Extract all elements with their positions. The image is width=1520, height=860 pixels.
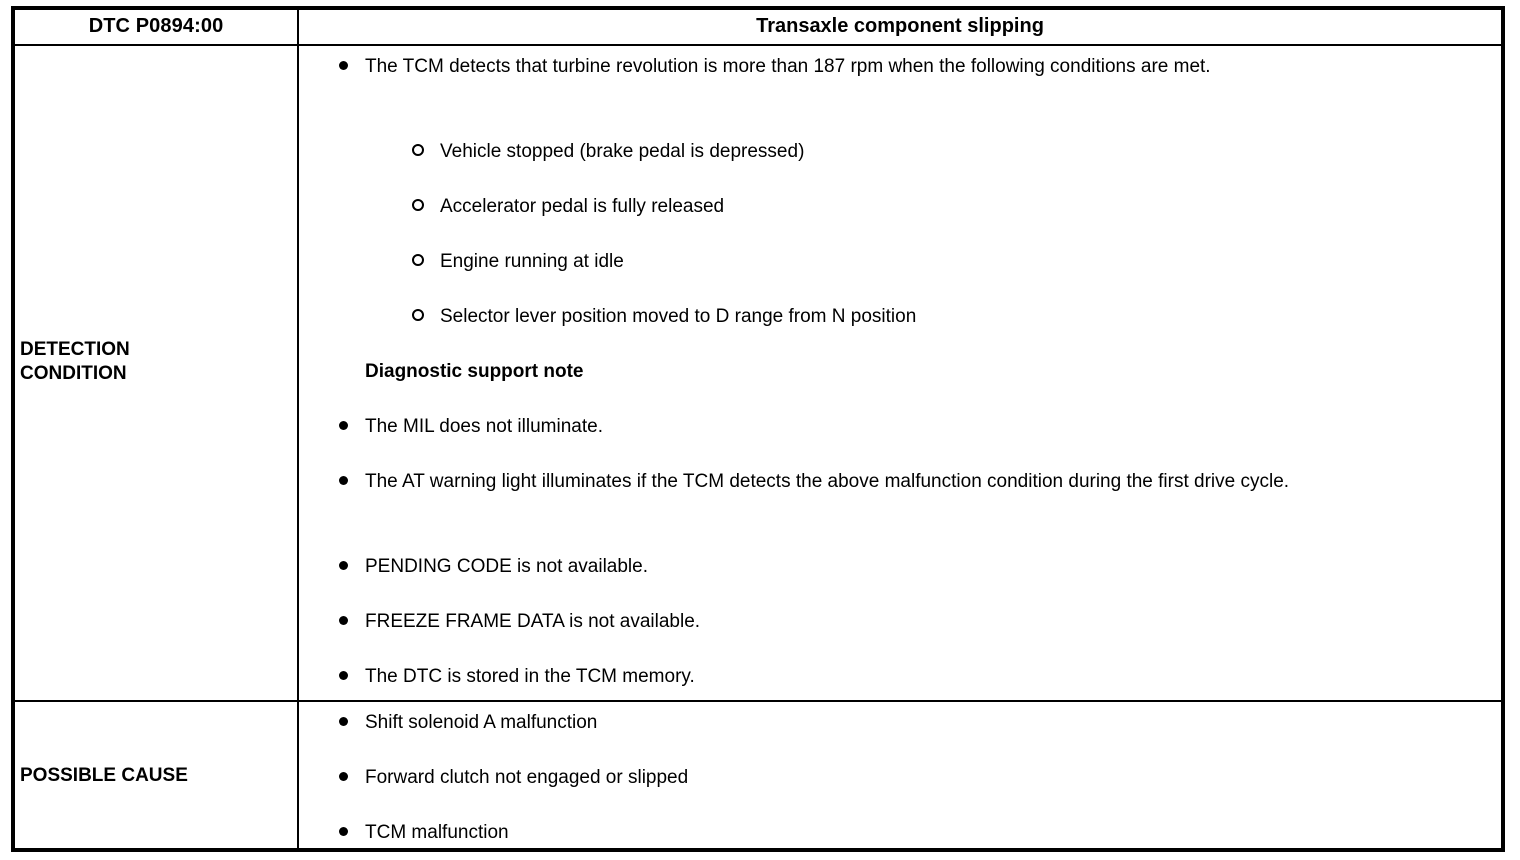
list-item: PENDING CODE is not available.: [299, 554, 1501, 580]
list-item-text: Vehicle stopped (brake pedal is depresse…: [440, 141, 805, 162]
row-content-detection-condition: The TCM detects that turbine revolution …: [299, 46, 1501, 700]
list-item-text: The DTC is stored in the TCM memory.: [365, 666, 695, 687]
bullet-disc-icon: [336, 54, 350, 80]
bullet-disc-icon: [336, 414, 350, 440]
fault-name-text: Transaxle component slipping: [756, 15, 1044, 37]
list-item-text: Selector lever position moved to D range…: [440, 306, 917, 327]
row-content-possible-cause: Shift solenoid A malfunction Forward clu…: [299, 702, 1501, 848]
list-item: TCM malfunction: [299, 820, 1501, 846]
list-item: The AT warning light illuminates if the …: [299, 469, 1501, 495]
table-row-detection-condition: DETECTION CONDITION The TCM detects that…: [15, 46, 1501, 702]
bullet-circle-icon: [411, 249, 425, 275]
bullet-disc-icon: [336, 820, 350, 846]
row-label-cell-cause: POSSIBLE CAUSE: [15, 702, 299, 848]
list-item-text: Engine running at idle: [440, 251, 624, 272]
list-item-text: Accelerator pedal is fully released: [440, 196, 725, 217]
bullet-circle-icon: [411, 304, 425, 330]
bullet-disc-icon: [336, 469, 350, 495]
table-row-possible-cause: POSSIBLE CAUSE Shift solenoid A malfunct…: [15, 702, 1501, 848]
bullet-disc-icon: [336, 664, 350, 690]
header-cell-dtc-code: DTC P0894:00: [15, 10, 299, 44]
header-cell-fault-name: Transaxle component slipping: [299, 10, 1501, 44]
list-item: The MIL does not illuminate.: [299, 414, 1501, 440]
list-item: FREEZE FRAME DATA is not available.: [299, 609, 1501, 635]
dtc-table: DTC P0894:00 Transaxle component slippin…: [11, 6, 1505, 852]
bullet-disc-icon: [336, 554, 350, 580]
bullet-disc-icon: [336, 710, 350, 736]
row-label-cell-detection: DETECTION CONDITION: [15, 46, 299, 700]
table-header-row: DTC P0894:00 Transaxle component slippin…: [15, 10, 1501, 46]
bullet-disc-icon: [336, 609, 350, 635]
list-item: Selector lever position moved to D range…: [299, 304, 1501, 330]
diagnostic-support-note-heading: Diagnostic support note: [299, 359, 1501, 385]
row-label-possible-cause: POSSIBLE CAUSE: [20, 765, 188, 786]
list-item-text: The AT warning light illuminates if the …: [365, 471, 1290, 492]
note-heading-text: Diagnostic support note: [365, 361, 584, 382]
list-item: Engine running at idle: [299, 249, 1501, 275]
list-item: Accelerator pedal is fully released: [299, 194, 1501, 220]
list-item-text: FREEZE FRAME DATA is not available.: [365, 611, 701, 632]
bullet-disc-icon: [336, 765, 350, 791]
row-label-detection-condition: DETECTION CONDITION: [20, 339, 130, 384]
bullet-circle-icon: [411, 139, 425, 165]
list-item-text: TCM malfunction: [365, 822, 509, 843]
list-item: Forward clutch not engaged or slipped: [299, 765, 1501, 791]
dtc-code-text: DTC P0894:00: [88, 15, 224, 37]
list-item: The TCM detects that turbine revolution …: [299, 54, 1501, 80]
list-item: The DTC is stored in the TCM memory.: [299, 664, 1501, 690]
list-item-text: Forward clutch not engaged or slipped: [365, 767, 689, 788]
list-item-text: The MIL does not illuminate.: [365, 416, 603, 437]
list-item: Shift solenoid A malfunction: [299, 710, 1501, 736]
bullet-circle-icon: [411, 194, 425, 220]
list-item-text: Shift solenoid A malfunction: [365, 712, 598, 733]
list-item-text: PENDING CODE is not available.: [365, 556, 648, 577]
list-item: Vehicle stopped (brake pedal is depresse…: [299, 139, 1501, 165]
list-item-text: The TCM detects that turbine revolution …: [365, 56, 1211, 77]
